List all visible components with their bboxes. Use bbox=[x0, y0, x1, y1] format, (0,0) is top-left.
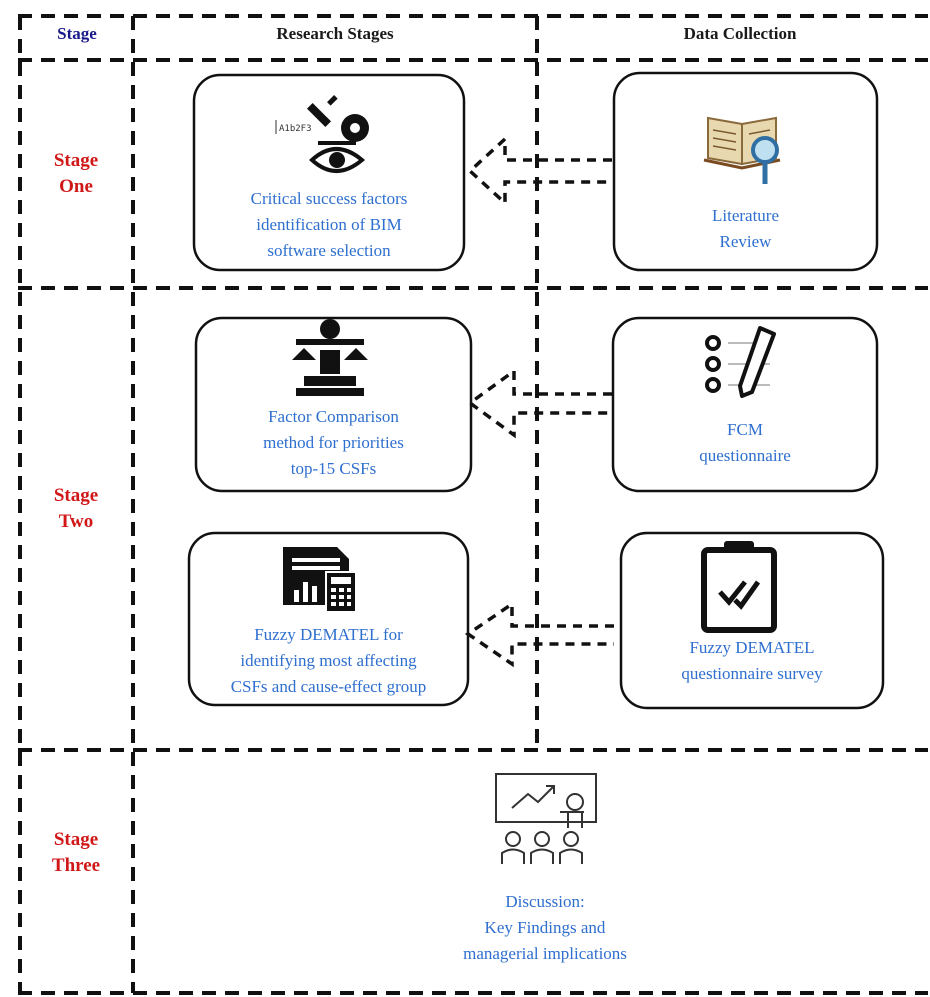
csf-identification-box bbox=[192, 73, 466, 272]
scales-icon bbox=[292, 319, 368, 396]
arrow-fcm-to-factor bbox=[467, 367, 612, 439]
text-line: Fuzzy DEMATEL bbox=[689, 638, 815, 657]
text-line: Key Findings and bbox=[484, 918, 606, 937]
clipboard-check-icon bbox=[701, 541, 777, 633]
stage-two-word: Stage bbox=[53, 485, 99, 506]
discussion-text: Discussion: Key Findings and managerial … bbox=[380, 889, 710, 967]
literature-review-text: Literature Review bbox=[616, 203, 875, 255]
fcm-questionnaire-box bbox=[611, 316, 879, 493]
literature-review-box bbox=[612, 71, 879, 272]
arrow-survey-to-dematel bbox=[464, 600, 614, 668]
text-line: Literature bbox=[711, 206, 779, 225]
cipher-code-text: A1b2F3 bbox=[279, 124, 312, 134]
fuzzy-dematel-box bbox=[187, 531, 470, 707]
presentation-audience-icon bbox=[495, 773, 597, 864]
text-line: Factor Comparison bbox=[268, 407, 399, 426]
key-icon bbox=[306, 95, 369, 142]
documents-calculator-icon bbox=[283, 547, 357, 613]
text-line: top-15 CSFs bbox=[290, 459, 377, 478]
text-line: FCM bbox=[727, 420, 763, 439]
text-line: software selection bbox=[267, 241, 391, 260]
stage-one-label: Stage One bbox=[22, 148, 130, 200]
header-data-collection: Data Collection bbox=[683, 24, 797, 43]
text-line: managerial implications bbox=[463, 944, 627, 963]
arrow-literature-to-csf bbox=[467, 135, 612, 207]
stage-two-number: Two bbox=[58, 511, 94, 532]
text-line: method for priorities bbox=[263, 433, 404, 452]
factor-comparison-text: Factor Comparison method for priorities … bbox=[198, 404, 469, 482]
stage-one-word: Stage bbox=[53, 150, 99, 171]
text-line: identification of BIM bbox=[256, 215, 402, 234]
text-line: identifying most affecting bbox=[240, 651, 417, 670]
stage-three-number: Three bbox=[51, 855, 101, 876]
stage-three-word: Stage bbox=[53, 829, 99, 850]
text-line: Critical success factors bbox=[250, 189, 408, 208]
text-line: questionnaire survey bbox=[681, 664, 823, 683]
eye-icon bbox=[309, 141, 366, 173]
text-line: Review bbox=[719, 232, 772, 251]
stage-three-label: Stage Three bbox=[22, 827, 130, 879]
book-magnifier-icon bbox=[703, 116, 781, 184]
stage-one-number: One bbox=[59, 176, 93, 197]
text-line: questionnaire bbox=[699, 446, 791, 465]
fcm-questionnaire-text: FCM questionnaire bbox=[615, 417, 875, 469]
text-line: CSFs and cause-effect group bbox=[230, 677, 427, 696]
fuzzy-dematel-survey-text: Fuzzy DEMATEL questionnaire survey bbox=[623, 635, 881, 687]
text-line: Fuzzy DEMATEL for bbox=[254, 625, 403, 644]
fuzzy-dematel-text: Fuzzy DEMATEL for identifying most affec… bbox=[191, 622, 466, 700]
header-stage: Stage bbox=[57, 24, 97, 43]
csf-identification-text: Critical success factors identification … bbox=[196, 186, 462, 264]
header-research-stages: Research Stages bbox=[276, 24, 394, 43]
text-line: Discussion: bbox=[505, 892, 585, 911]
checklist-pen-icon bbox=[705, 326, 776, 398]
stage-two-label: Stage Two bbox=[22, 483, 130, 535]
